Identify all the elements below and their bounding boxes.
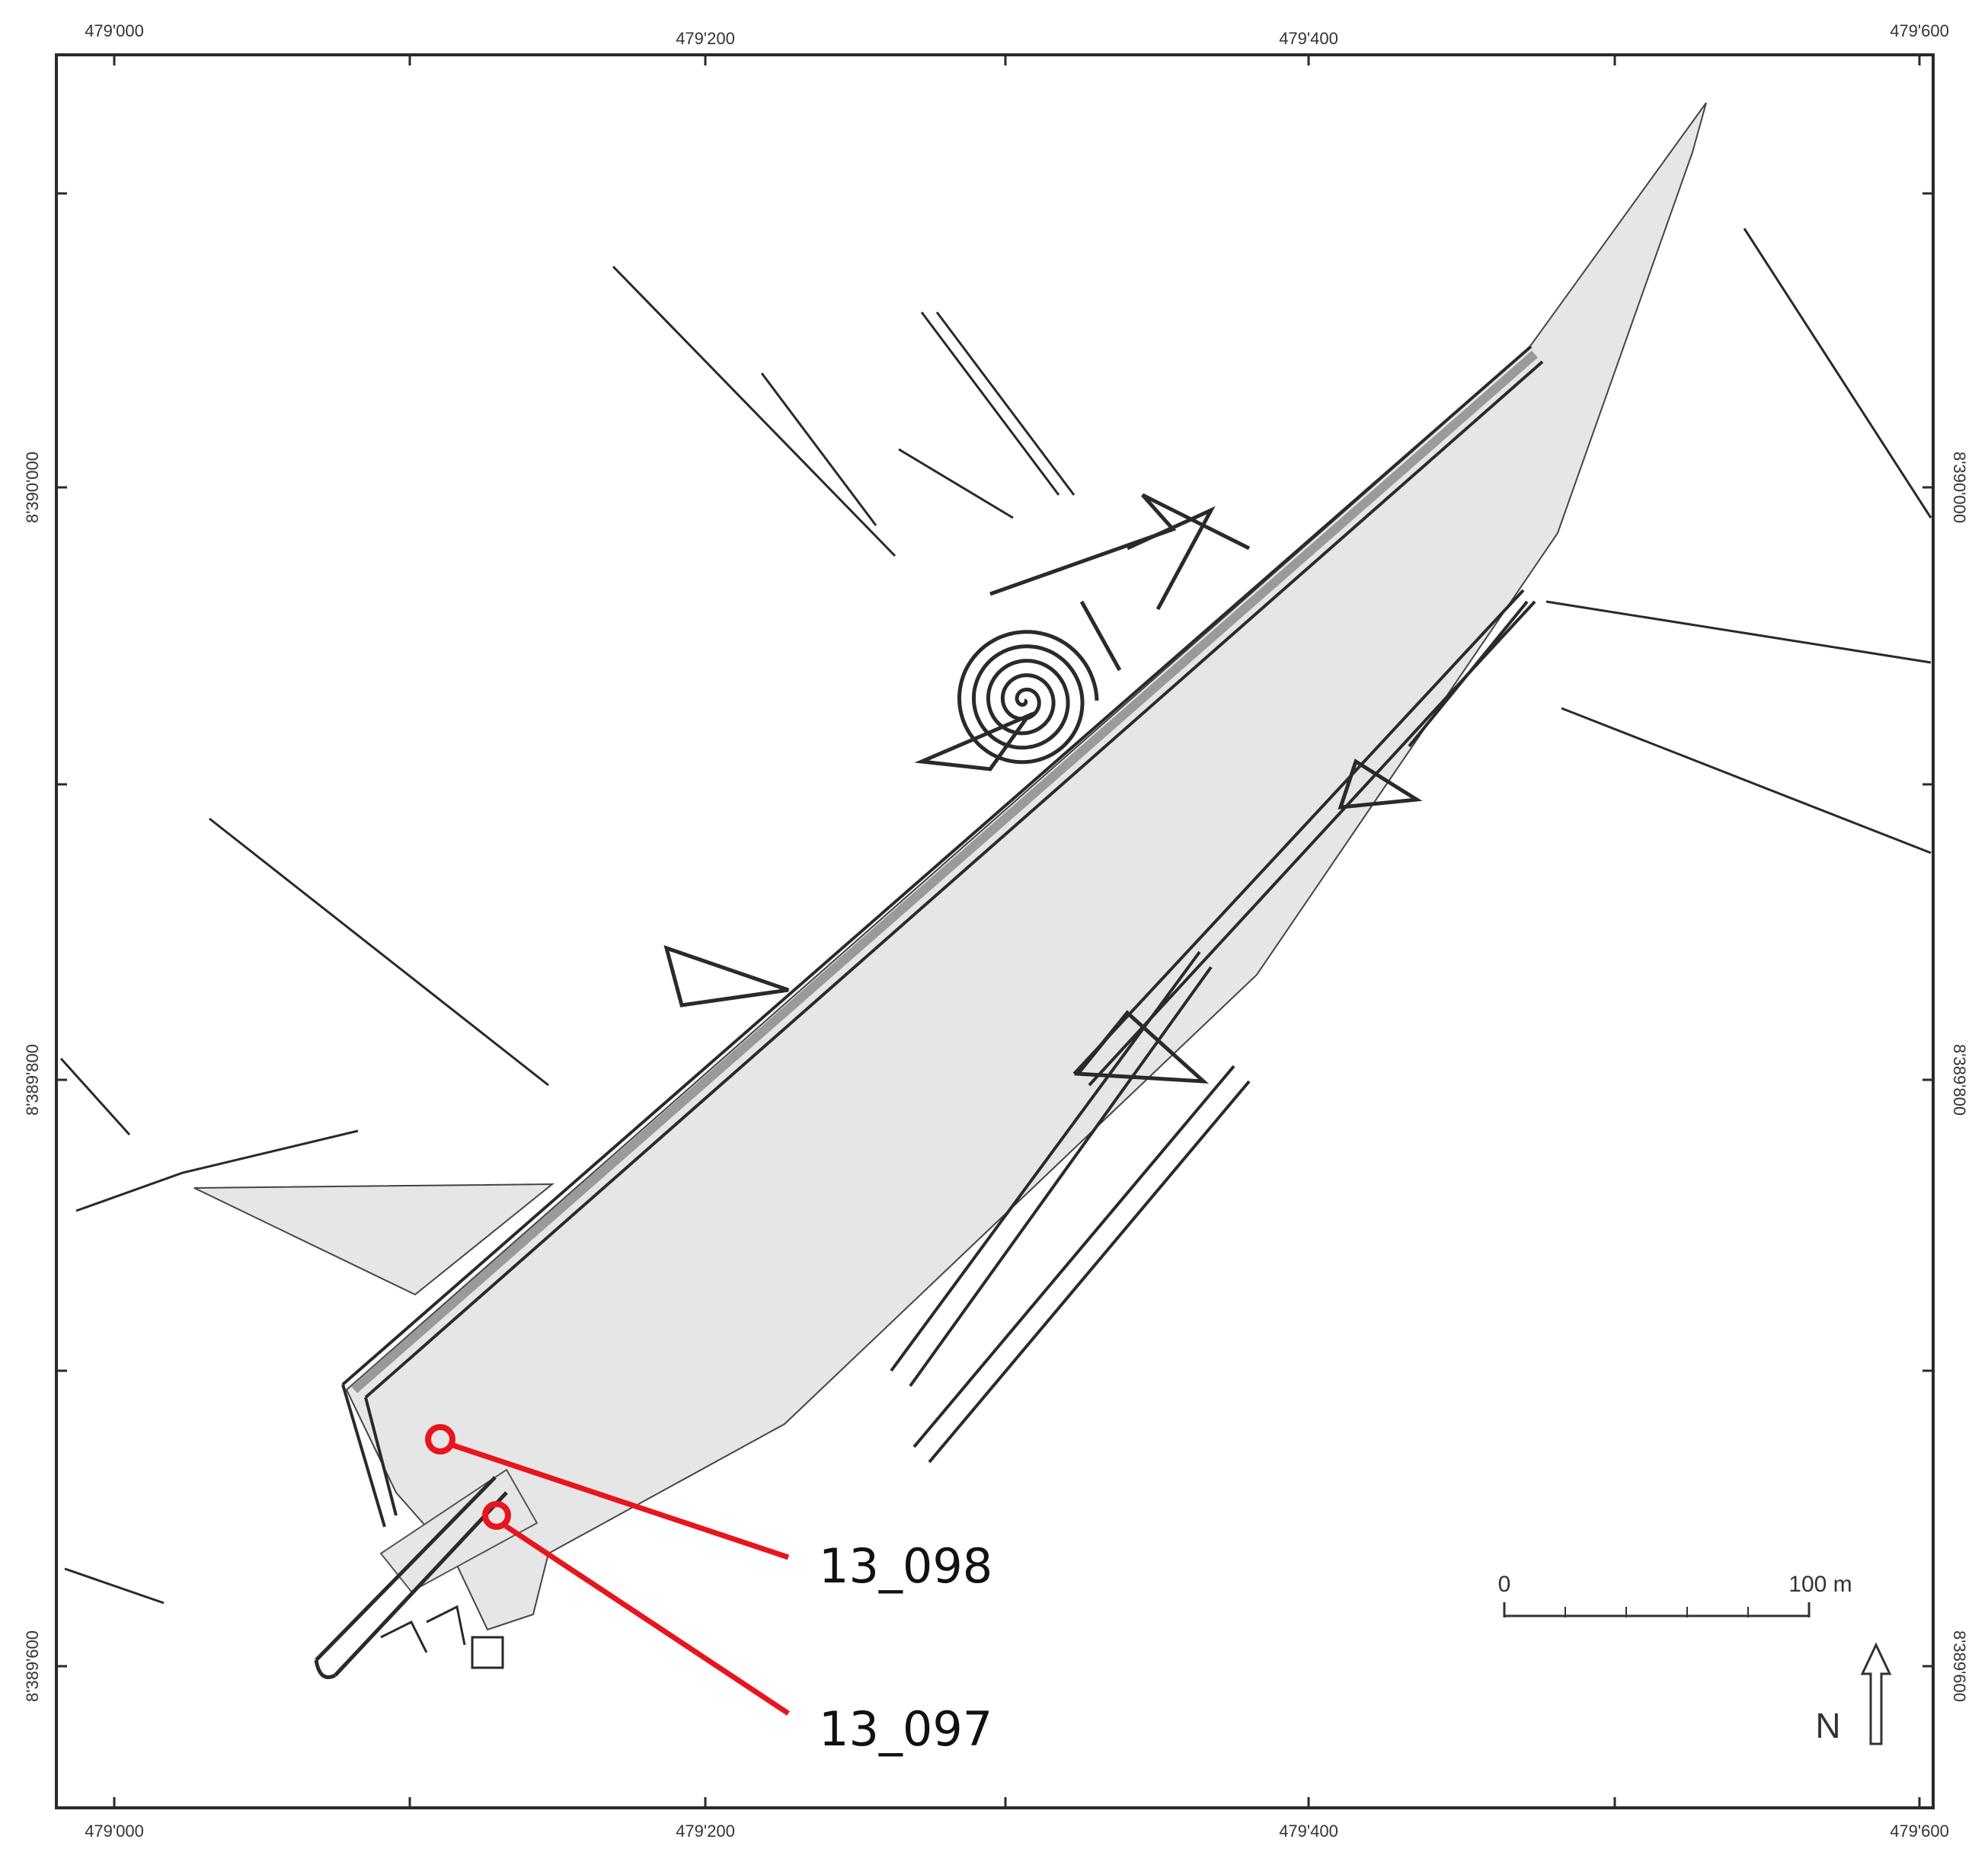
zigzag-geoglyph — [914, 493, 1251, 771]
right-coord-label: 8'389'600 — [1950, 1630, 1969, 1702]
top-coord-label: 479'000 — [85, 21, 144, 40]
bottom-coord-label: 479'600 — [1890, 1822, 1949, 1841]
southwest-figures — [380, 1605, 504, 1669]
left-coord-label: 8'389'600 — [23, 1630, 42, 1702]
parallel-lines-east — [890, 589, 1536, 1464]
bottom-tick-marks — [113, 1797, 1921, 1808]
left-coord-label: 8'390'000 — [23, 452, 42, 523]
sample-circle-icon[interactable] — [425, 1424, 455, 1454]
main-line-band — [341, 345, 1544, 1528]
triangle-cleared-area — [193, 1183, 555, 1296]
top-coord-label: 479'600 — [1890, 21, 1949, 40]
left-coord-label: 8'389'800 — [23, 1044, 42, 1116]
main-line-shading — [351, 350, 1538, 1394]
scale-start-label: 0 — [1498, 1572, 1511, 1597]
top-coord-label: 479'400 — [1279, 29, 1338, 48]
straight-lines — [59, 228, 1932, 1605]
sample-marker-13_097[interactable] — [482, 1501, 790, 1716]
north-arrow-icon — [1860, 1642, 1892, 1745]
sample-marker-13_098[interactable] — [425, 1424, 790, 1560]
leader-line — [452, 1442, 790, 1560]
bottom-coord-label: 479'400 — [1279, 1822, 1338, 1841]
scale-end-label: 100 m — [1788, 1572, 1852, 1597]
leader-line — [504, 1524, 790, 1716]
southwest-band — [314, 1476, 508, 1679]
scale-bar: 0 100 m — [1498, 1572, 1852, 1617]
bottom-coord-label: 479'000 — [85, 1822, 144, 1841]
top-tick-marks — [113, 55, 1921, 65]
top-coord-label: 479'200 — [676, 29, 735, 48]
right-tick-marks — [1922, 192, 1933, 1668]
bottom-coord-label: 479'200 — [676, 1822, 735, 1841]
right-coord-label: 8'389'800 — [1950, 1044, 1969, 1116]
spiral-geoglyph — [957, 630, 1099, 765]
sample-label: 13_098 — [819, 1538, 992, 1594]
left-tick-marks — [56, 192, 67, 1668]
right-coord-label: 8'390'000 — [1950, 452, 1969, 523]
sample-circle-icon[interactable] — [482, 1501, 511, 1530]
north-label: N — [1815, 1706, 1840, 1745]
north-arrow: N — [1815, 1642, 1892, 1745]
sample-label: 13_097 — [819, 1701, 992, 1757]
